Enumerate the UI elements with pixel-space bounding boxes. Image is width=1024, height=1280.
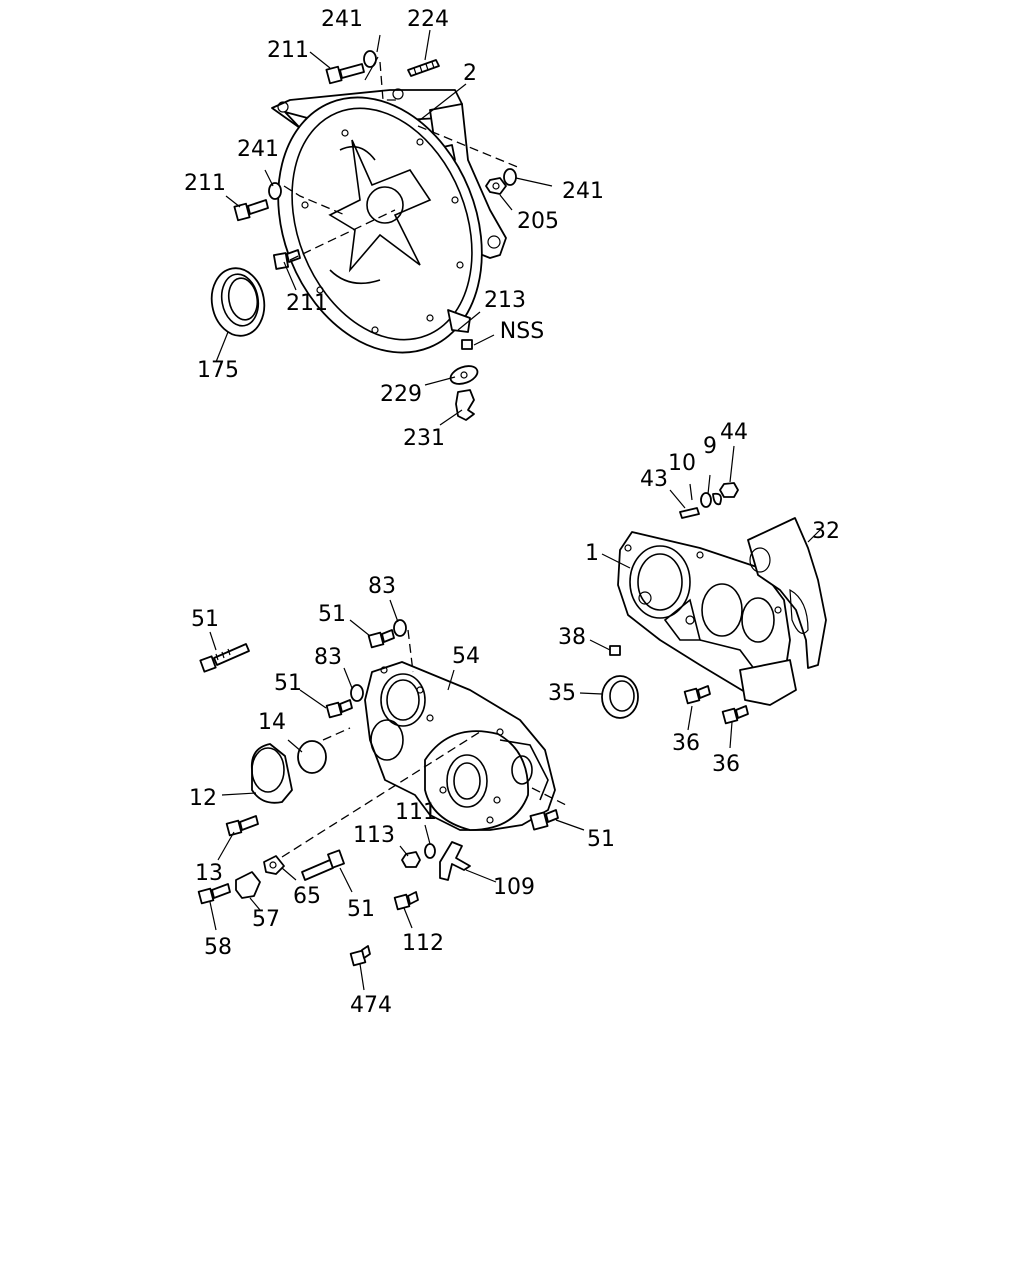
- bolt-36-b: [721, 705, 749, 725]
- timing-gear-case: [617, 531, 797, 706]
- pin-38: [609, 645, 621, 656]
- oil-seal-175: [210, 267, 266, 337]
- callout-13: 13: [195, 861, 223, 886]
- washer-10: [700, 492, 712, 508]
- bolt-36-a: [683, 685, 711, 705]
- stud-224: [407, 59, 440, 77]
- callout-224: 224: [407, 7, 449, 32]
- callout-205: 205: [517, 209, 559, 234]
- front-cover: [364, 661, 556, 831]
- callout-10: 10: [668, 451, 696, 476]
- gasket-32: [747, 517, 827, 669]
- bolt-474: [349, 945, 371, 967]
- washer-241-right: [503, 168, 517, 186]
- nut-113: [401, 851, 421, 868]
- bolt-58: [197, 883, 231, 905]
- callout-241-right: 241: [562, 179, 604, 204]
- callout-211-bottom: 211: [286, 291, 328, 316]
- callout-9: 9: [703, 434, 717, 459]
- callout-51-mid: 51: [274, 671, 302, 696]
- callout-113: 113: [353, 823, 395, 848]
- bolt-112: [393, 891, 419, 911]
- callout-51-bottom: 51: [347, 897, 375, 922]
- callout-32: 32: [812, 519, 840, 544]
- callout-nss: NSS: [500, 319, 544, 344]
- bolt-43: [679, 507, 700, 519]
- callout-112: 112: [402, 931, 444, 956]
- bolt-51-long: [199, 643, 250, 673]
- callout-241-top: 241: [321, 7, 363, 32]
- cap-57: [235, 871, 261, 899]
- washer-241-left: [268, 182, 282, 200]
- bolt-51-mid: [325, 699, 353, 719]
- bolt-211-left: [233, 199, 269, 222]
- bolt-51-right: [529, 809, 559, 831]
- upper-leaders: [215, 29, 553, 426]
- stud-51-lower: [301, 849, 345, 881]
- callout-65: 65: [293, 884, 321, 909]
- callout-83-top: 83: [368, 574, 396, 599]
- lock-washer-9: [712, 492, 722, 506]
- callout-58: 58: [204, 935, 232, 960]
- bracket-109: [439, 841, 471, 881]
- fitting-231: [455, 389, 475, 421]
- callout-175: 175: [197, 358, 239, 383]
- callout-229: 229: [380, 382, 422, 407]
- callout-2: 2: [463, 61, 477, 86]
- nut-205: [485, 177, 507, 195]
- bolt-51-upper: [367, 629, 395, 649]
- oil-seal-35: [601, 675, 639, 719]
- callout-474: 474: [350, 993, 392, 1018]
- washer-241-top: [363, 50, 377, 68]
- callout-43: 43: [640, 467, 668, 492]
- flywheel-housing: [271, 88, 507, 354]
- bolt-211-bottom: [272, 249, 301, 270]
- lower-leaders: [209, 445, 821, 991]
- callout-211-left: 211: [184, 171, 226, 196]
- callout-36-a: 36: [672, 731, 700, 756]
- bolt-211-top: [325, 63, 365, 85]
- o-ring-14: [297, 740, 327, 774]
- callout-211-top: 211: [267, 38, 309, 63]
- plug-nss: [461, 339, 473, 350]
- callout-54: 54: [452, 644, 480, 669]
- callout-109: 109: [493, 875, 535, 900]
- callout-51-right: 51: [587, 827, 615, 852]
- callout-111: 111: [395, 800, 437, 825]
- nut-44: [719, 482, 739, 498]
- bolt-13: [225, 815, 259, 837]
- callout-1: 1: [585, 541, 599, 566]
- callout-36-b: 36: [712, 752, 740, 777]
- washer-83-mid: [350, 684, 364, 702]
- gasket-229: [449, 365, 479, 385]
- callout-44: 44: [720, 420, 748, 445]
- callout-38: 38: [558, 625, 586, 650]
- callout-51-left: 51: [191, 607, 219, 632]
- callout-57: 57: [252, 907, 280, 932]
- washer-111: [424, 843, 436, 859]
- callout-83-mid: 83: [314, 645, 342, 670]
- gasket-65: [263, 855, 285, 875]
- callout-213: 213: [484, 288, 526, 313]
- washer-83-upper: [393, 619, 407, 637]
- callout-12: 12: [189, 786, 217, 811]
- callout-51-top: 51: [318, 602, 346, 627]
- callout-241-left: 241: [237, 137, 279, 162]
- callout-231: 231: [403, 426, 445, 451]
- callout-labels: 241 224 211 2 241 211 241 205 211 213 NS…: [184, 7, 840, 1018]
- cap-12: [250, 743, 293, 804]
- callout-35: 35: [548, 681, 576, 706]
- callout-14: 14: [258, 710, 286, 735]
